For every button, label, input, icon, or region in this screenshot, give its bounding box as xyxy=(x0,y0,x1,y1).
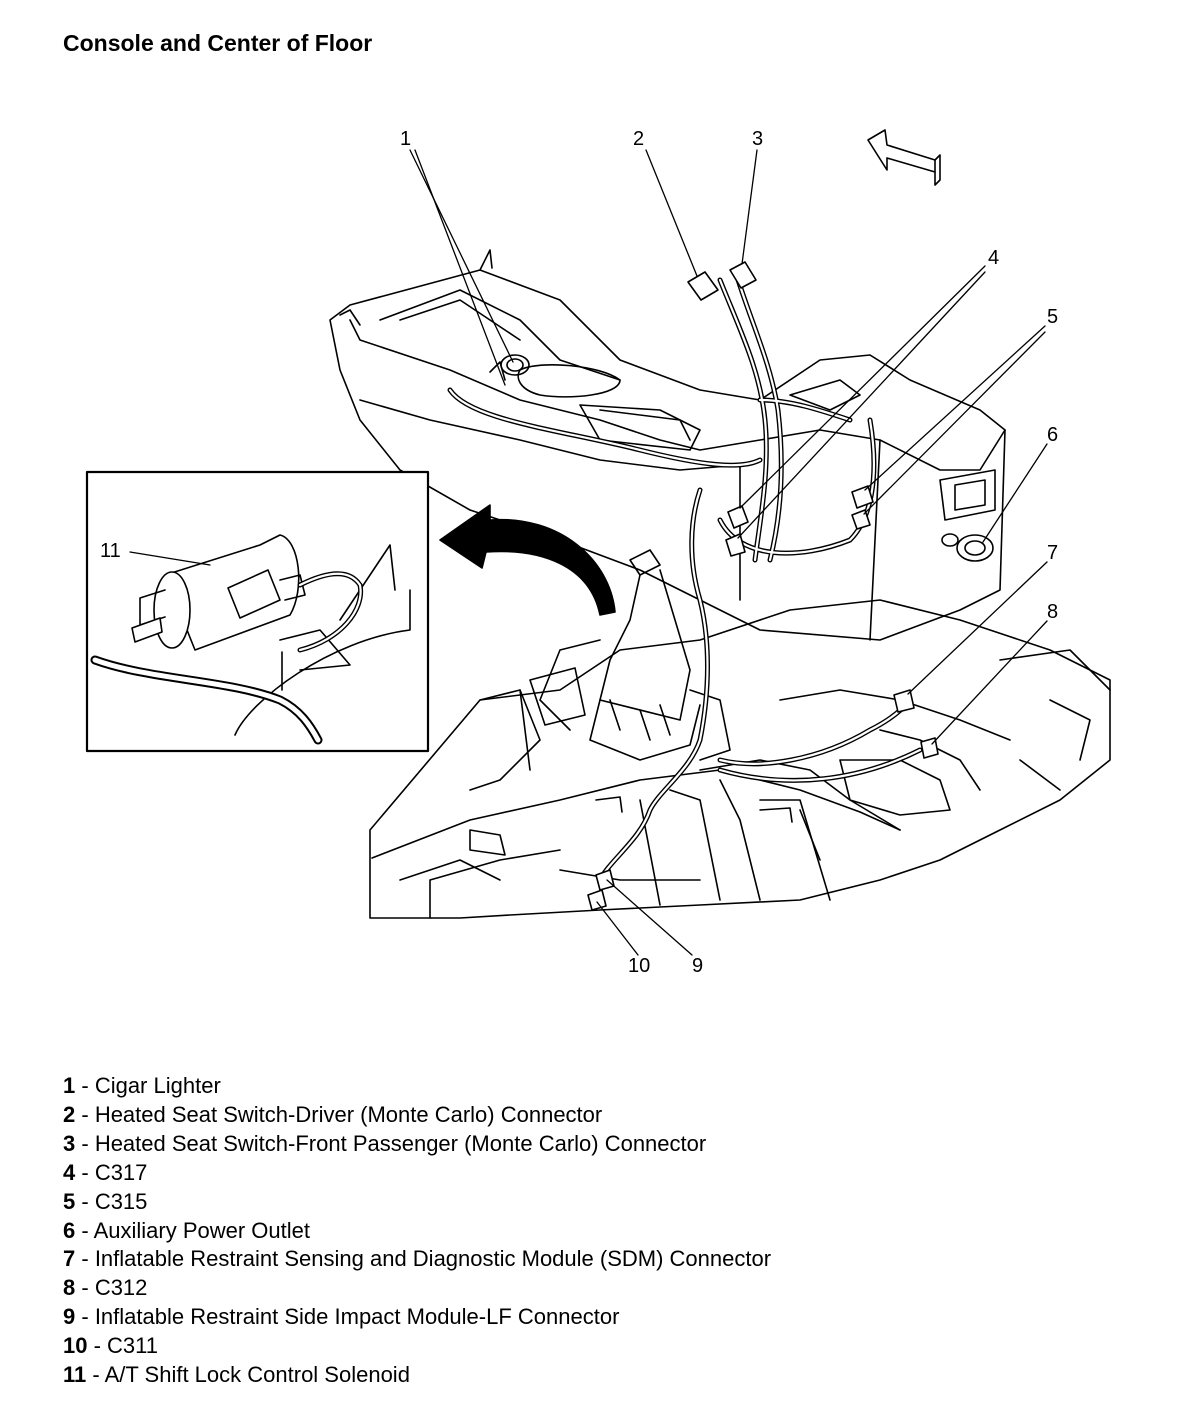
legend-number: 4 xyxy=(63,1159,76,1185)
legend-separator: - xyxy=(86,1362,105,1388)
legend-text: C312 xyxy=(94,1275,148,1301)
legend-item: 3 - Heated Seat Switch-Front Passenger (… xyxy=(63,1130,771,1159)
legend-separator: - xyxy=(75,1304,95,1330)
callout-2: 2 xyxy=(633,128,644,150)
console-floor-diagram: 1 2 3 4 5 6 7 8 9 10 11 xyxy=(85,128,1111,977)
callout-3: 3 xyxy=(752,128,763,150)
connector-7 xyxy=(893,689,915,713)
callout-5: 5 xyxy=(1047,306,1058,328)
legend-text: C317 xyxy=(94,1159,148,1185)
callout-10: 10 xyxy=(628,955,650,977)
legend-number: 10 xyxy=(63,1333,88,1359)
leader-lines xyxy=(409,149,1048,956)
legend-text: C311 xyxy=(107,1333,159,1359)
legend-text: Cigar Lighter xyxy=(94,1073,221,1098)
legend-item: 11 - A/T Shift Lock Control Solenoid xyxy=(63,1361,771,1390)
page-title: Console and Center of Floor xyxy=(63,30,373,56)
legend-item: 2 - Heated Seat Switch-Driver (Monte Car… xyxy=(63,1101,771,1130)
center-console xyxy=(329,249,1006,641)
legend-item: 5 - C315 xyxy=(63,1188,771,1217)
legend-item: 7 - Inflatable Restraint Sensing and Dia… xyxy=(63,1245,771,1274)
connector-5b xyxy=(851,509,871,530)
callout-7: 7 xyxy=(1047,542,1058,564)
front-direction-arrow xyxy=(867,129,941,186)
legend-number: 7 xyxy=(63,1246,76,1272)
legend-separator: - xyxy=(75,1188,95,1214)
legend-separator: - xyxy=(75,1101,95,1127)
connector-10 xyxy=(587,889,607,911)
legend-separator: - xyxy=(87,1333,108,1359)
legend-number: 5 xyxy=(63,1188,76,1214)
callout-1: 1 xyxy=(400,128,411,150)
detail-pointer-arrow xyxy=(439,504,616,616)
legend-separator: - xyxy=(75,1073,95,1098)
legend-text: A/T Shift Lock Control Solenoid xyxy=(104,1362,410,1388)
legend-text: Auxiliary Power Outlet xyxy=(93,1217,311,1243)
legend-item: 9 - Inflatable Restraint Side Impact Mod… xyxy=(63,1303,771,1332)
connector-9 xyxy=(595,869,615,891)
callout-6: 6 xyxy=(1047,424,1058,446)
legend-number: 6 xyxy=(63,1217,76,1243)
legend-text: Inflatable Restraint Side Impact Module-… xyxy=(94,1304,620,1330)
legend-number: 2 xyxy=(63,1101,76,1127)
legend-separator: - xyxy=(75,1159,95,1185)
legend-number: 3 xyxy=(63,1130,76,1156)
connector-5a xyxy=(851,485,874,509)
legend-item: 10 - C311 xyxy=(63,1332,771,1361)
auxiliary-power-outlet xyxy=(941,533,994,562)
wiring-harness-inner xyxy=(448,268,922,882)
inset-detail xyxy=(85,470,430,753)
connector-4b xyxy=(725,533,746,557)
cigar-lighter xyxy=(489,354,530,381)
legend-text: Heated Seat Switch-Driver (Monte Carlo) … xyxy=(94,1101,603,1127)
connector-3 xyxy=(729,261,757,289)
callout-4: 4 xyxy=(988,247,999,269)
legend-number: 1 xyxy=(63,1073,76,1098)
legend-text: Heated Seat Switch-Front Passenger (Mont… xyxy=(94,1130,707,1156)
legend-item: 8 - C312 xyxy=(63,1274,771,1303)
connector-4a xyxy=(727,505,749,529)
legend-number: 8 xyxy=(63,1275,76,1301)
legend: 1 - Cigar Lighter 2 - Heated Seat Switch… xyxy=(63,1072,771,1390)
legend-number: 9 xyxy=(63,1304,76,1330)
connectors xyxy=(587,261,939,911)
shifter-assembly xyxy=(529,549,731,761)
legend-item: 1 - Cigar Lighter xyxy=(63,1072,771,1101)
callout-9: 9 xyxy=(692,955,703,977)
legend-separator: - xyxy=(75,1217,94,1243)
legend-separator: - xyxy=(75,1130,95,1156)
legend-item: 4 - C317 xyxy=(63,1159,771,1188)
callout-8: 8 xyxy=(1047,601,1058,623)
connector-2 xyxy=(687,271,719,301)
legend-text: Inflatable Restraint Sensing and Diagnos… xyxy=(94,1246,772,1272)
legend-text: C315 xyxy=(94,1188,148,1214)
legend-item: 6 - Auxiliary Power Outlet xyxy=(63,1217,771,1246)
callout-11: 11 xyxy=(100,540,121,562)
legend-separator: - xyxy=(75,1275,95,1301)
floor-pan xyxy=(369,599,1111,919)
legend-number: 11 xyxy=(63,1362,87,1388)
legend-separator: - xyxy=(75,1246,95,1272)
